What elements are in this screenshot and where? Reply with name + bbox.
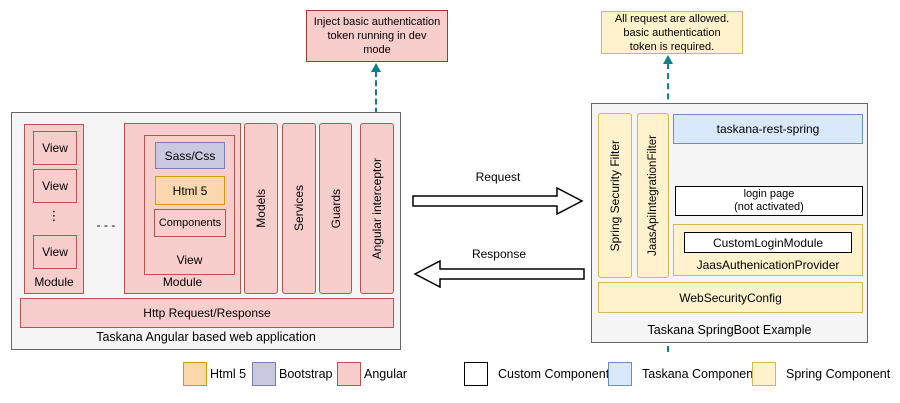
view-container: Sass/Css Html 5 Components View (144, 135, 235, 275)
angular-app-container: View View ⋮ View Module - - - Sass/Css H… (11, 112, 401, 350)
module-1: View View ⋮ View Module (24, 124, 84, 294)
jaas-authentication-provider-label: JaasAuthenicationProvider (696, 258, 840, 272)
legend-swatch-bootstrap (252, 362, 276, 386)
legend-item-angular: Angular (337, 362, 407, 386)
legend-swatch-html5 (183, 362, 207, 386)
legend-label-bootstrap: Bootstrap (279, 367, 333, 381)
jaas-authentication-provider-box: CustomLoginModule JaasAuthenicationProvi… (673, 224, 863, 276)
jaas-api-integration-filter-label: JaasApiIntegrationFilter (647, 135, 659, 256)
legend-item-bootstrap: Bootstrap (252, 362, 333, 386)
dashed-connector-left (375, 71, 377, 123)
html5-box: Html 5 (155, 176, 225, 205)
web-security-config-box: WebSecurityConfig (598, 282, 863, 313)
request-label: Request (475, 170, 521, 184)
models-bar-label: Models (254, 189, 268, 228)
legend-swatch-taskana (608, 362, 632, 386)
view-container-label: View (176, 253, 203, 267)
sass-css-box: Sass/Css (155, 142, 225, 169)
login-page-box: login page (not activated) (675, 186, 863, 216)
views-ellipsis: ⋮ (47, 208, 61, 223)
legend-label-custom: Custom Component (498, 367, 610, 381)
response-arrow (413, 259, 585, 289)
legend-label-taskana: Taskana Component (642, 367, 757, 381)
http-request-response-bar: Http Request/Response (20, 298, 394, 328)
legend-item-spring: Spring Component (752, 362, 890, 386)
legend-item-html5: Html 5 (183, 362, 246, 386)
annotation-requests-allowed: All request are allowed. basic authentic… (601, 11, 743, 54)
view-box: View (33, 235, 77, 269)
angular-interceptor-bar: Angular interceptor (360, 123, 394, 294)
legend-label-html5: Html 5 (210, 367, 247, 381)
legend-label-spring: Spring Component (786, 367, 891, 381)
angular-interceptor-bar-label: Angular interceptor (370, 157, 384, 260)
view-box: View (33, 169, 77, 203)
legend-swatch-custom (464, 362, 488, 386)
guards-bar-label: Guards (328, 188, 343, 229)
module-2-label: Module (162, 275, 203, 289)
spring-security-filter-bar: Spring Security Filter (598, 113, 632, 278)
components-box: Components (154, 209, 226, 237)
services-bar-label: Services (292, 185, 306, 232)
legend-item-taskana: Taskana Component (608, 362, 757, 386)
guards-bar: Guards (319, 123, 352, 294)
modules-separator: - - - (96, 218, 116, 232)
custom-login-module-box: CustomLoginModule (684, 232, 852, 253)
springboot-container: Spring Security Filter JaasApiIntegratio… (591, 103, 868, 343)
dashed-arrowhead-left-icon (371, 63, 381, 72)
dashed-arrowhead-right-icon (663, 55, 673, 64)
response-label: Response (471, 247, 527, 261)
taskana-rest-spring-box: taskana-rest-spring (673, 114, 863, 144)
springboot-title: Taskana SpringBoot Example (647, 323, 812, 337)
legend-item-custom: Custom Component (464, 362, 609, 386)
legend-label-angular: Angular (364, 367, 408, 381)
module-1-label: Module (34, 275, 74, 289)
request-arrow (412, 186, 584, 216)
legend-swatch-angular (337, 362, 361, 386)
jaas-api-integration-filter-bar: JaasApiIntegrationFilter (637, 113, 669, 278)
annotation-inject-token: Inject basic authentication token runnin… (306, 10, 448, 62)
legend-swatch-spring (752, 362, 776, 386)
spring-security-filter-label: Spring Security Filter (608, 139, 622, 252)
view-box: View (33, 131, 77, 165)
angular-app-title: Taskana Angular based web application (96, 330, 316, 344)
models-bar: Models (244, 123, 278, 294)
services-bar: Services (282, 123, 316, 294)
module-2: Sass/Css Html 5 Components View Module (124, 123, 241, 294)
